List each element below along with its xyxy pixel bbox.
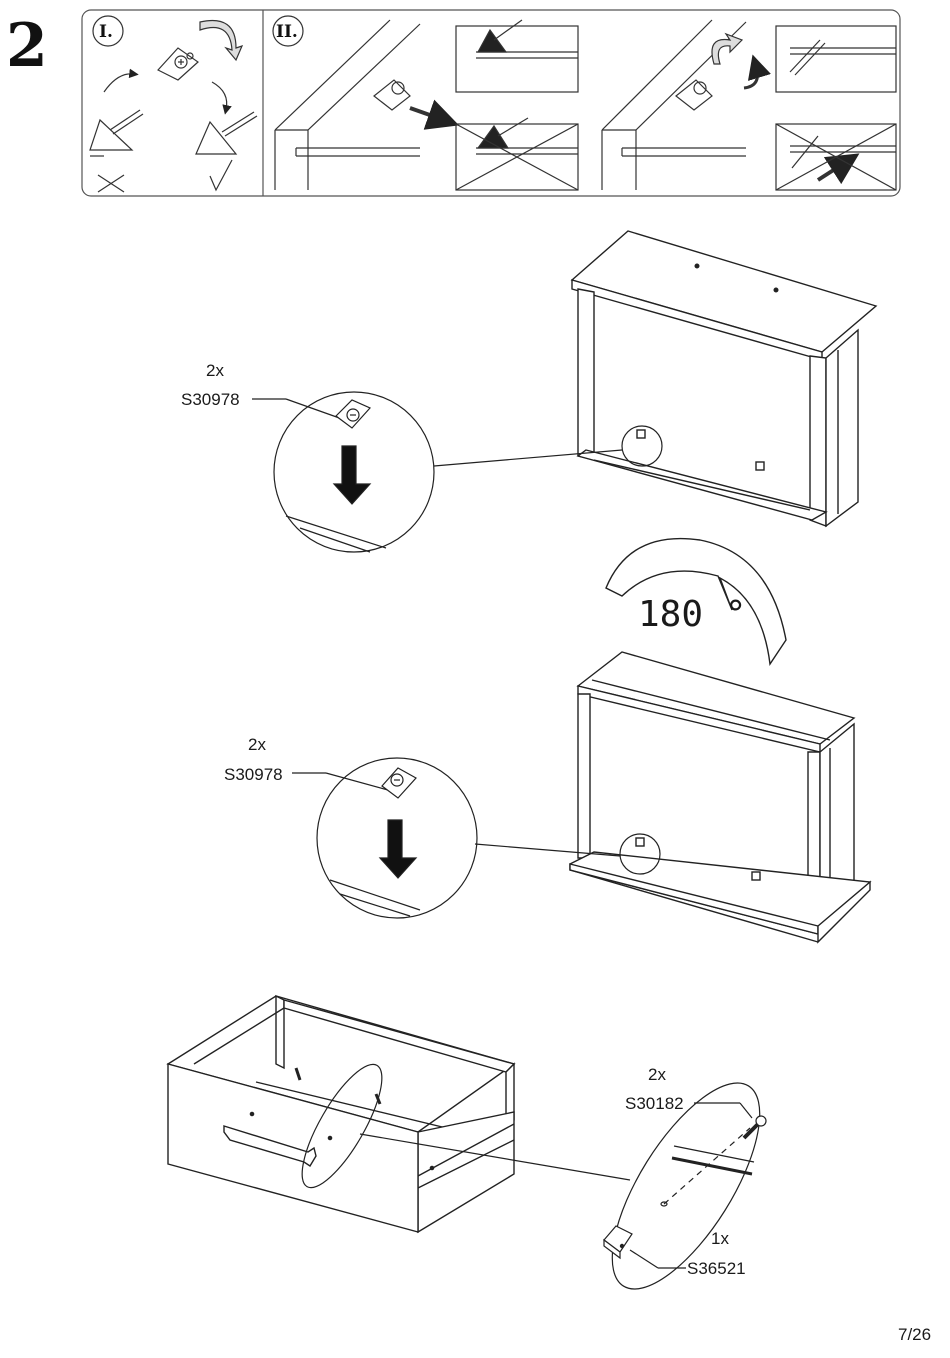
detail-correct [456,20,578,92]
callout-mid-part: S30978 [224,765,283,784]
detail-screw-wrong [776,124,896,190]
bracket-icon [752,872,760,880]
bracket-icon [158,48,198,80]
stage-1-label: I. [99,22,113,42]
magnifier-callout-top [252,392,662,552]
cabinet-upright [572,231,876,526]
panel-corner-diagram [602,20,758,190]
page-number: 7/26 [898,1325,931,1344]
callout-screw-qty: 2x [648,1065,666,1084]
callout-stop-part: S36521 [687,1259,746,1278]
instruction-panel: I. [82,10,900,196]
rotation-label: 180 ° [638,594,746,635]
curved-arrow-icon [104,74,134,92]
callout-screw-part: S30182 [625,1094,684,1113]
rotate-arrow-icon [712,34,742,64]
screw-wrong-angle-diagram [90,110,143,192]
check-mark-icon [210,160,232,190]
callout-stop-qty: 1x [711,1229,729,1248]
stage-1-diagram: I. [90,16,257,192]
bracket-icon [636,838,644,846]
push-arrow-icon [410,108,444,120]
detail-screw-front [776,26,896,92]
panel-corner-diagram [275,20,444,190]
curved-arrow-icon [212,82,227,110]
cabinet-flipped [570,652,870,942]
callout-top-qty: 2x [206,361,224,380]
drawer-diagram [168,996,514,1232]
callout-top-part: S30978 [181,390,240,409]
bracket-icon [756,462,764,470]
step-number: 2 [6,11,48,81]
bracket-icon [637,430,645,438]
rotate-arrow-icon [200,20,242,60]
detail-wrong [456,118,578,190]
screw-right-angle-diagram [196,112,257,190]
magnifier-callout-middle [292,758,660,918]
stage-2-diagram: II. [273,16,896,190]
stage-2-label: II. [276,22,298,42]
callout-mid-qty: 2x [248,735,266,754]
